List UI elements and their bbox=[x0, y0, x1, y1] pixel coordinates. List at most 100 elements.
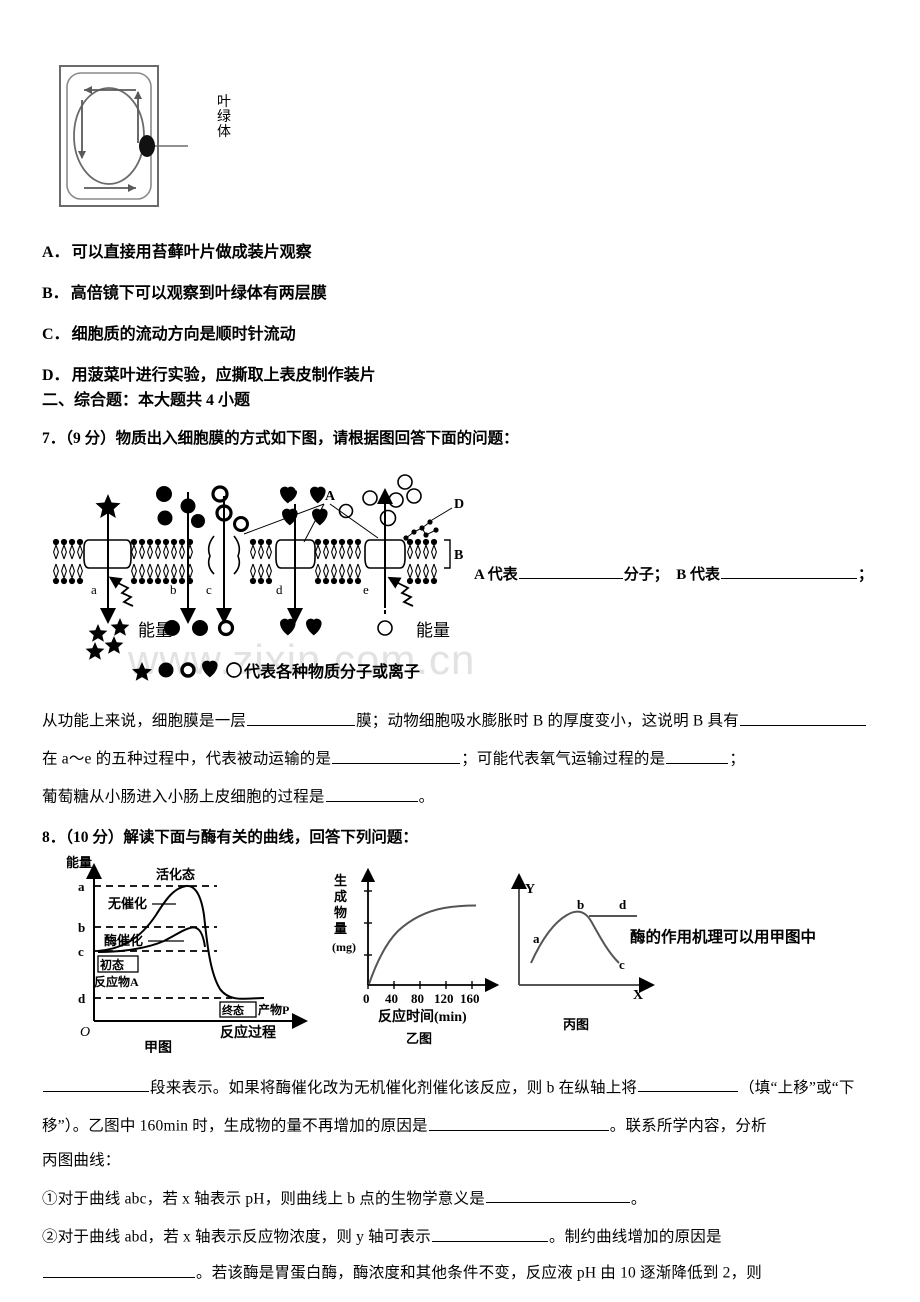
chart-jia-xlabel: 反应过程 bbox=[220, 1024, 276, 1041]
chart-jia-ann-nocat: 无催化 bbox=[107, 896, 147, 911]
chart-jia-energy-profile: 能量 O 反应过程 a b c d 活化态 无催化 酶催化 bbox=[66, 855, 308, 1053]
answer-blank[interactable] bbox=[247, 710, 356, 726]
fill-line: 从功能上来说，细胞膜是一层膜；动物细胞吸水膨胀时 B 的厚度变小，这说明 B 具… bbox=[42, 710, 880, 729]
callout-D: D bbox=[454, 497, 464, 512]
fill-line: ②对于曲线 abd，若 x 轴表示反应物浓度，则 y 轴可表示 。制约曲线增加的原… bbox=[42, 1226, 880, 1245]
callout-B: B bbox=[454, 548, 463, 563]
membrane-legend-text: 代表各种物质分子或离子 bbox=[243, 662, 420, 681]
chart-jia-level-d: d bbox=[78, 991, 86, 1006]
chart-yi-ylabel-2: 成 bbox=[334, 889, 347, 904]
fill-line: ①对于曲线 abc，若 x 轴表示 pH，则曲线上 b 点的生物学意义是 。 bbox=[42, 1188, 880, 1207]
chart-bing-point-d: d bbox=[619, 897, 627, 912]
line-text: 。制约曲线增加的原因是 bbox=[548, 1228, 722, 1246]
chart-jia-title: 甲图 bbox=[144, 1040, 172, 1053]
chart-jia-ann-final: 终态 bbox=[222, 1003, 244, 1017]
answer-blank[interactable] bbox=[332, 748, 461, 764]
fill-line: 段来表示。如果将酶催化改为无机催化剂催化该反应，则 b 在纵轴上将（填“上移”或… bbox=[42, 1077, 880, 1096]
chloroplast-cell-figure: 叶绿体 bbox=[42, 58, 880, 230]
answer-blank[interactable] bbox=[485, 1188, 630, 1204]
question-8-charts: 能量 O 反应过程 a b c d 活化态 无催化 酶催化 bbox=[42, 853, 880, 1073]
chart-yi-ylabel-4: 量 bbox=[334, 921, 347, 936]
chart-yi-xtick-40: 40 bbox=[385, 991, 398, 1006]
process-label-e: e bbox=[363, 582, 369, 597]
section-heading: 二、综合题：本大题共 4 小题 bbox=[42, 392, 251, 409]
option-letter: B． bbox=[42, 285, 69, 302]
line-text: ①对于曲线 abc，若 x 轴表示 pH，则曲线上 b 点的生物学意义是 bbox=[42, 1190, 485, 1208]
chart-bing-point-b: b bbox=[577, 897, 584, 912]
process-label-b: b bbox=[170, 582, 177, 597]
chart-yi-ylabel-1: 生 bbox=[334, 873, 347, 888]
answer-blank[interactable] bbox=[43, 1077, 149, 1093]
question-7-stem: 7．（9 分）物质出入细胞膜的方式如下图，请根据图回答下面的问题： bbox=[42, 430, 519, 447]
chart-jia-ylabel: 能量 bbox=[66, 855, 92, 870]
answer-blank[interactable] bbox=[666, 748, 729, 764]
chart-bing-point-c: c bbox=[619, 957, 625, 972]
answer-blank[interactable] bbox=[721, 564, 858, 579]
answer-blank[interactable] bbox=[518, 564, 623, 579]
line-text: ；可能代表氧气运输过程的是 bbox=[461, 750, 666, 768]
line-text: 。 bbox=[418, 789, 435, 807]
chart-bing-curve: Y X a b c d 丙图 bbox=[511, 872, 655, 1032]
fill-line: 。若该酶是胃蛋白酶，酶浓度和其他条件不变，反应液 pH 由 10 逐渐降低到 2… bbox=[42, 1262, 880, 1281]
energy-label-right: 能量 bbox=[416, 621, 450, 640]
chart-jia-level-b: b bbox=[78, 920, 85, 935]
chart-bing-point-a: a bbox=[533, 931, 540, 946]
option-list: A．可以直接用苔藓叶片做成装片观察 B．高倍镜下可以观察到叶绿体有两层膜 C．细… bbox=[42, 238, 880, 385]
line-text: 在 a～e 的五种过程中，代表被动运输的是 bbox=[42, 750, 332, 768]
option-item: C．细胞质的流动方向是顺时针流动 bbox=[42, 320, 880, 344]
chart-yi-xlabel: 反应时间(min) bbox=[378, 1008, 467, 1025]
line-text: 段来表示。如果将酶催化改为无机催化剂催化该反应，则 b 在纵轴上将 bbox=[150, 1079, 638, 1097]
chart-jia-ann-initial: 初态 bbox=[100, 957, 124, 972]
option-text: 细胞质的流动方向是顺时针流动 bbox=[71, 326, 296, 343]
fill-line: 丙图曲线： bbox=[42, 1153, 880, 1169]
option-letter: C． bbox=[42, 326, 70, 343]
chart-jia-level-a: a bbox=[78, 879, 85, 894]
chart-jia-level-c: c bbox=[78, 944, 84, 959]
answer-blank[interactable] bbox=[431, 1226, 548, 1242]
callout-A: A bbox=[325, 489, 336, 504]
fill-line: 移”）。乙图中 160min 时，生成物的量不再增加的原因是 。联系所学内容，分析 bbox=[42, 1115, 880, 1134]
question-7-ab-prompt: A 代表分子； B 代表； bbox=[474, 563, 873, 584]
option-item: D．用菠菜叶进行实验，应撕取上表皮制作装片 bbox=[42, 361, 880, 385]
answer-blank[interactable] bbox=[428, 1115, 609, 1131]
line-text: 葡萄糖从小肠进入小肠上皮细胞的过程是 bbox=[42, 789, 325, 807]
chart-bing-ylabel: Y bbox=[525, 882, 535, 897]
process-label-d: d bbox=[276, 582, 283, 597]
line-text: ； bbox=[729, 750, 746, 768]
chart-bing-xlabel: X bbox=[633, 988, 643, 1003]
prompt-b-tail: ； bbox=[858, 567, 874, 583]
membrane-transport-svg: a b c d e 能量 能量 A bbox=[52, 474, 464, 681]
question-8-fill-lines: 段来表示。如果将酶催化改为无机催化剂催化该反应，则 b 在纵轴上将（填“上移”或… bbox=[42, 1077, 880, 1282]
question-7-figure-block: www.zixin.com.cn bbox=[42, 456, 880, 708]
option-item: A．可以直接用苔藓叶片做成装片观察 bbox=[42, 238, 880, 262]
line-text: 。 bbox=[630, 1190, 647, 1208]
line-text: ②对于曲线 abd，若 x 轴表示反应物浓度，则 y 轴可表示 bbox=[42, 1228, 431, 1246]
chart-yi-title: 乙图 bbox=[406, 1031, 432, 1046]
line-text: 。若该酶是胃蛋白酶，酶浓度和其他条件不变，反应液 pH 由 10 逐渐降低到 2… bbox=[196, 1264, 762, 1282]
process-label-c: c bbox=[206, 582, 212, 597]
line-text: 丙图曲线： bbox=[42, 1152, 121, 1170]
chart-yi-xtick-160: 160 bbox=[460, 991, 480, 1006]
chloroplast-label: 叶绿体 bbox=[217, 95, 231, 140]
line-text: 膜；动物细胞吸水膨胀时 B 的厚度变小，这说明 B 具有 bbox=[356, 712, 739, 730]
chart-jia-ann-product: 产物P bbox=[258, 1002, 289, 1017]
fill-line: 葡萄糖从小肠进入小肠上皮细胞的过程是 。 bbox=[42, 786, 880, 807]
answer-blank[interactable] bbox=[43, 1262, 195, 1278]
chart-jia-origin: O bbox=[80, 1025, 90, 1040]
chart-jia-ann-reactant: 反应物A bbox=[94, 974, 139, 989]
prompt-a-label: A 代表 bbox=[474, 567, 518, 583]
answer-blank[interactable] bbox=[739, 710, 866, 726]
chart-yi-xtick-80: 80 bbox=[411, 991, 424, 1006]
document-content: 叶绿体 A．可以直接用苔藓叶片做成装片观察 B．高倍镜下可以观察到叶绿体有两层膜… bbox=[42, 58, 880, 1300]
prompt-a-tail: 分子； bbox=[623, 567, 669, 583]
answer-blank[interactable] bbox=[325, 786, 418, 803]
chart-yi-product-time: 生 成 物 量 (mg) 0 40 80 bbox=[332, 867, 500, 1046]
line-text: 移”）。乙图中 160min 时，生成物的量不再增加的原因是 bbox=[42, 1117, 428, 1135]
energy-label-left: 能量 bbox=[138, 621, 172, 640]
chloroplast-cell-svg bbox=[59, 65, 188, 207]
option-text: 可以直接用苔藓叶片做成装片观察 bbox=[71, 244, 312, 261]
option-text: 用菠菜叶进行实验，应撕取上表皮制作装片 bbox=[71, 367, 376, 384]
answer-blank[interactable] bbox=[638, 1077, 739, 1093]
option-text: 高倍镜下可以观察到叶绿体有两层膜 bbox=[70, 285, 327, 302]
line-text: 。联系所学内容，分析 bbox=[609, 1117, 767, 1135]
